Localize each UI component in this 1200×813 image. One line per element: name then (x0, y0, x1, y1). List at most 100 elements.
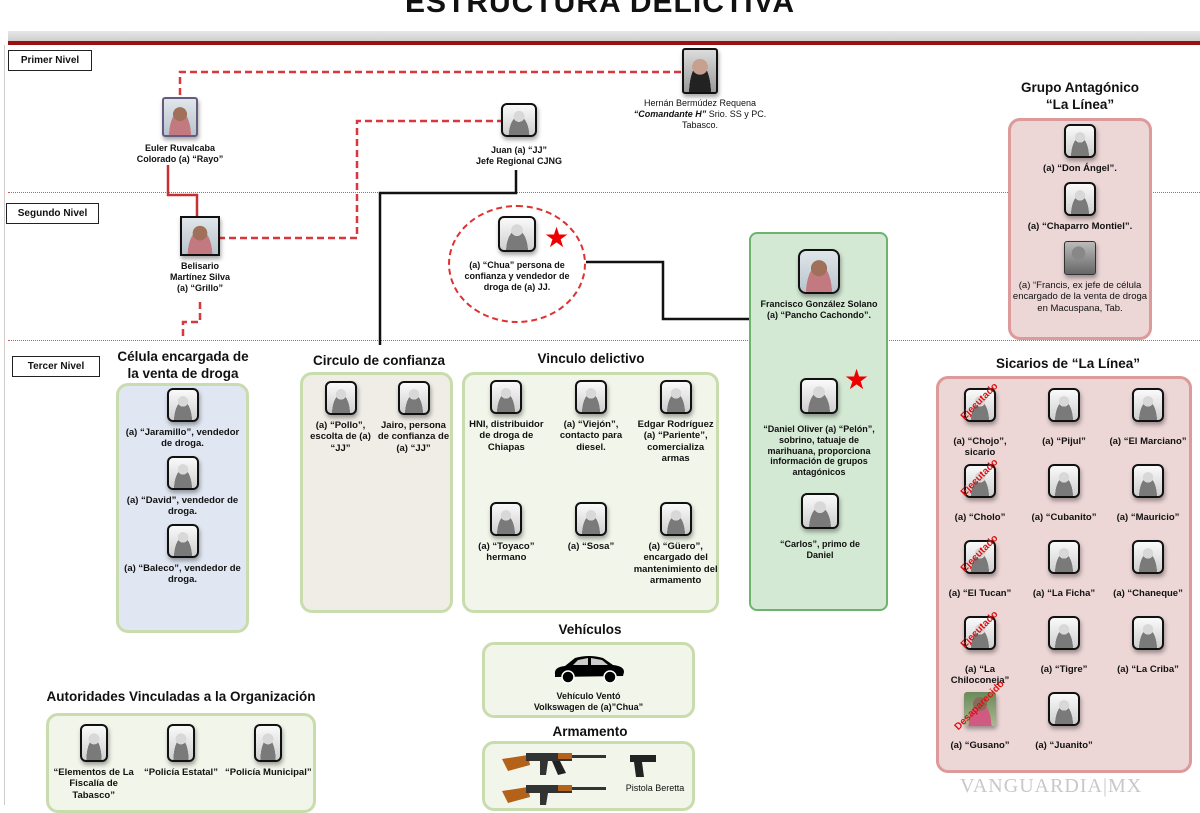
member-card: (a) “Sosa” (549, 502, 634, 624)
person-label: “Daniel Oliver (a) “Pelón”, sobrino, tat… (763, 424, 875, 478)
person-label: (a) “Chua” persona de confianza y vended… (464, 260, 570, 292)
member-label: (a) “El Marciano” (1109, 436, 1187, 447)
person-alias: (a) “Grillo” (176, 282, 223, 293)
title-line: “La Línea” (1045, 96, 1115, 112)
level-label-segundo: Segundo Nivel (6, 203, 99, 224)
member-card: (a) “Chaparro Montiel”. (1012, 182, 1148, 232)
member-label: (a) “Pijul” (1042, 436, 1086, 447)
level-divider (8, 192, 1200, 193)
star-icon: ★ (844, 364, 870, 395)
car-icon (554, 656, 624, 684)
link-belisario-celula (181, 302, 202, 340)
vehiculos-title: Vehículos (558, 622, 622, 637)
person-role: Jefe Regional CJNG (475, 155, 563, 166)
person-hernan: Hernán Bermúdez Requena “Comandante H” S… (620, 48, 780, 130)
member-label: “Elementos de La Fiscalía de Tabasco” (53, 767, 134, 801)
avatar (800, 378, 838, 414)
person-role: Srio. SS y PC. Tabasco. (681, 108, 767, 130)
member-label: (a) “Chaparro Montiel”. (1027, 221, 1133, 233)
avatar (1048, 616, 1080, 650)
person-name: Juan (a) “JJ” (490, 145, 548, 155)
member-card: (a) “Tigre” (1022, 616, 1106, 692)
pistol-icon (630, 755, 656, 777)
member-label: (a) “Sosa” (567, 541, 615, 552)
person-alias: “Comandante H” (633, 108, 707, 119)
member-label: (a) “Cholo” (954, 512, 1006, 523)
autoridades-members: “Elementos de La Fiscalía de Tabasco” “Po… (50, 724, 312, 801)
avatar (1132, 388, 1164, 422)
avatar (964, 540, 996, 574)
header-band (8, 31, 1200, 41)
member-card: (a) “Mauricio” (1106, 464, 1190, 540)
page-edge (4, 45, 5, 805)
member-card: “Elementos de La Fiscalía de Tabasco” (50, 724, 137, 801)
member-label: (a) “Cubanito” (1031, 512, 1097, 523)
level-divider (8, 340, 1200, 341)
avatar (501, 103, 537, 137)
member-card: (a) “La Chiloconeja”Ejecutado (938, 609, 1022, 692)
link-euler-belisario (166, 165, 199, 216)
member-label: (a) “Pollo”, escolta de (a) “JJ” (310, 420, 371, 454)
vinculo-members: HNI, distribuidor de droga de Chiapas(a)… (464, 380, 718, 624)
member-label: (a) “Mauricio” (1116, 512, 1180, 523)
photo (964, 692, 996, 726)
avatar (1132, 616, 1164, 650)
member-card: (a) “La Criba” (1106, 616, 1190, 692)
pistol-label: Pistola Beretta (625, 783, 685, 793)
member-label: (a) “El Tucan” (948, 588, 1012, 599)
photo (1064, 240, 1096, 275)
member-card: (a) “Jaramillo”, vendedor de droga. (120, 388, 245, 450)
avatar (574, 502, 607, 536)
member-card: (a) “Gusano”Desaparecido (938, 679, 1022, 768)
avatar (1048, 388, 1080, 422)
member-label: (a) “Baleco”, vendedor de droga. (124, 562, 241, 585)
watermark-logo: VANGUARDIA|MX (960, 775, 1143, 797)
member-card: (a) “Francis, ex jefe de célula encargad… (1012, 240, 1148, 314)
avatar (659, 380, 692, 414)
member-card: HNI, distribuidor de droga de Chiapas (464, 380, 549, 502)
rifle-icon (502, 753, 606, 805)
person-name: Martínez Silva (169, 271, 231, 282)
person-chua: (a) “Chua” persona de confianza y vended… (462, 216, 572, 292)
avatar (1064, 182, 1096, 217)
francisco-group-box (749, 232, 888, 611)
member-card: (a) “Toyaco” hermano (464, 502, 549, 624)
member-card: (a) “Pijul” (1022, 388, 1106, 464)
vehicle-label: Vehículo Ventó (556, 691, 621, 701)
sicarios-group-title: Sicarios de “La Línea” (995, 356, 1141, 371)
vehicle-label: Volkswagen de (a)”Chua” (533, 701, 644, 712)
member-label: (a) “La Chiloconeja” (950, 664, 1010, 687)
vinculo-group-title: Vinculo delictivo (537, 351, 645, 366)
member-card: “Policía Municipal” (225, 724, 312, 801)
link-chua-francisco (586, 260, 749, 321)
member-label: Edgar Rodríguez (a) “Pariente”, comercia… (637, 419, 714, 465)
star-icon: ★ (544, 222, 570, 253)
member-card: Edgar Rodríguez (a) “Pariente”, comercia… (633, 380, 718, 502)
member-label: (a) “Jaramillo”, vendedor de droga. (125, 427, 240, 450)
level-label-tercer: Tercer Nivel (12, 356, 100, 377)
person-name: Belisario (180, 261, 220, 271)
antagonist-members: (a) “Don Ángel”.(a) “Chaparro Montiel”.(… (1012, 124, 1148, 314)
avatar (964, 616, 996, 650)
avatar (490, 380, 523, 414)
person-francisco: Francisco González Solano (a) “Pancho Ca… (760, 249, 878, 321)
circulo-group-title: Circulo de confianza (312, 353, 446, 368)
link-belisario-juan (218, 119, 502, 240)
photo (162, 97, 198, 137)
member-label: (a) “Francis, ex jefe de célula encargad… (1012, 279, 1148, 314)
member-label: (a) “Gusano” (950, 740, 1010, 751)
header-divider (8, 41, 1200, 45)
avatar (166, 523, 199, 558)
link-hernan-euler (178, 70, 692, 97)
member-label: (a) “Tigre” (1040, 664, 1088, 675)
member-label: (a) “Güero”, encargado del mantenimiento… (633, 541, 718, 587)
person-juan: Juan (a) “JJ”Jefe Regional CJNG (459, 103, 579, 167)
member-card: (a) “Chaneque” (1106, 540, 1190, 616)
member-label: “Policía Estatal” (144, 767, 218, 778)
member-card: (a) “El Tucan”Ejecutado (938, 533, 1022, 616)
member-card: (a) “Viejón”, contacto para diesel. (549, 380, 634, 502)
